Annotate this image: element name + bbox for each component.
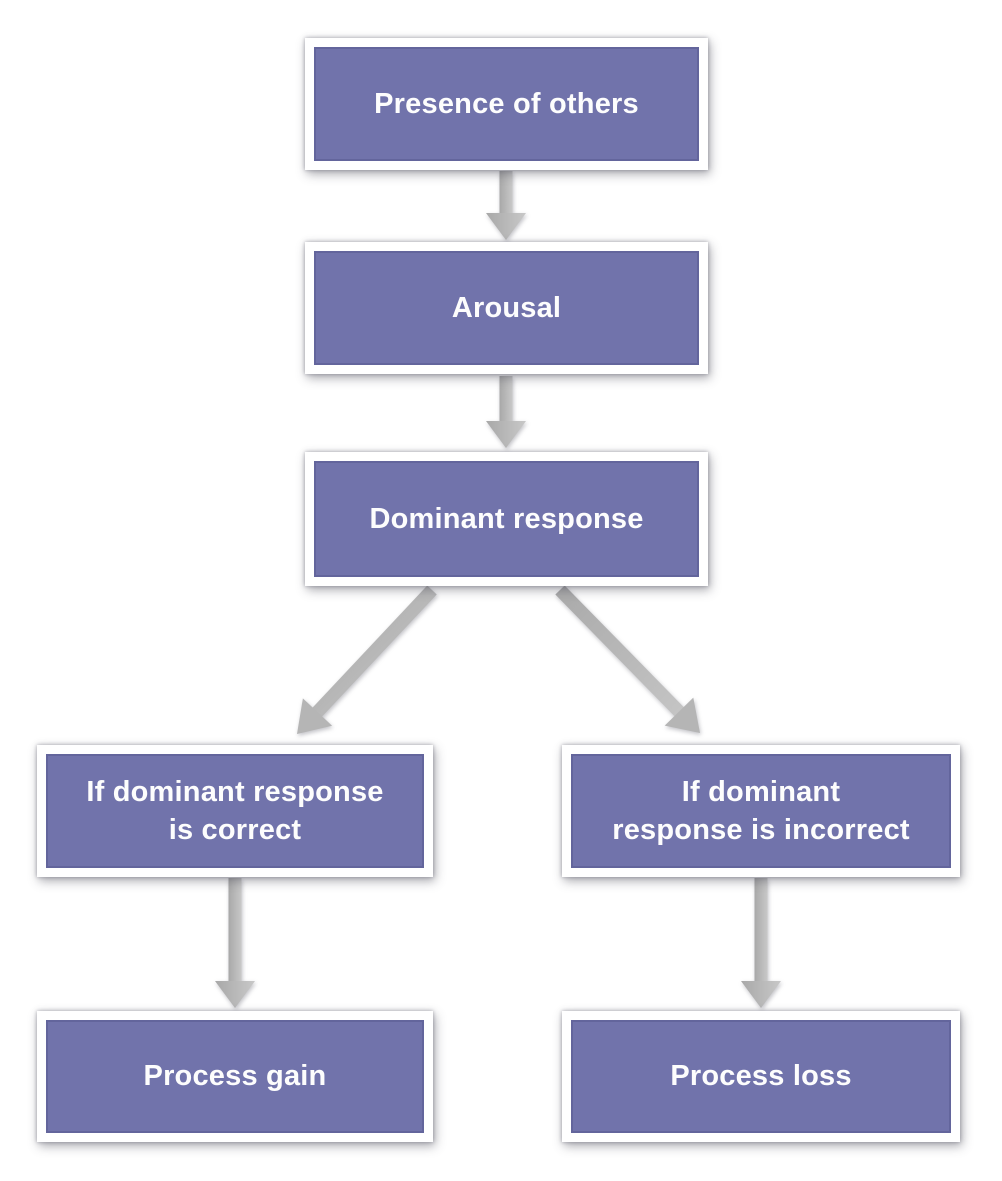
node-arousal-fill: Arousal xyxy=(314,251,699,365)
arrow-down-correct-to-gain-icon xyxy=(215,878,255,1008)
node-if-dominant-response-incorrect-label: If dominant response is incorrect xyxy=(612,775,910,846)
node-presence-of-others-label: Presence of others xyxy=(374,87,639,120)
node-if-dominant-response-correct-fill: If dominant response is correct xyxy=(46,754,424,868)
node-process-gain: Process gain xyxy=(37,1011,433,1142)
node-if-dominant-response-correct-label: If dominant response is correct xyxy=(86,775,384,846)
node-process-gain-label: Process gain xyxy=(143,1060,327,1093)
node-process-loss-label: Process loss xyxy=(670,1060,852,1093)
node-arousal: Arousal xyxy=(305,242,708,374)
node-dominant-response-fill: Dominant response xyxy=(314,461,699,577)
node-if-dominant-response-incorrect-fill: If dominant response is incorrect xyxy=(571,754,951,868)
node-process-loss: Process loss xyxy=(562,1011,960,1142)
node-process-gain-fill: Process gain xyxy=(46,1020,424,1133)
node-dominant-response-label: Dominant response xyxy=(369,502,644,535)
arrow-diagonal-dominant-to-correct-icon xyxy=(297,585,437,734)
node-presence-of-others: Presence of others xyxy=(305,38,708,170)
node-if-dominant-response-correct: If dominant response is correct xyxy=(37,745,433,877)
node-presence-of-others-fill: Presence of others xyxy=(314,47,699,161)
arrow-down-arousal-to-dominant-icon xyxy=(486,376,526,448)
arrow-down-incorrect-to-loss-icon xyxy=(741,878,781,1008)
node-dominant-response: Dominant response xyxy=(305,452,708,586)
node-process-loss-fill: Process loss xyxy=(571,1020,951,1133)
node-arousal-label: Arousal xyxy=(451,291,562,324)
arrow-down-presence-to-arousal-icon xyxy=(486,171,526,240)
arrow-diagonal-dominant-to-incorrect-icon xyxy=(555,585,700,733)
node-if-dominant-response-incorrect: If dominant response is incorrect xyxy=(562,745,960,877)
